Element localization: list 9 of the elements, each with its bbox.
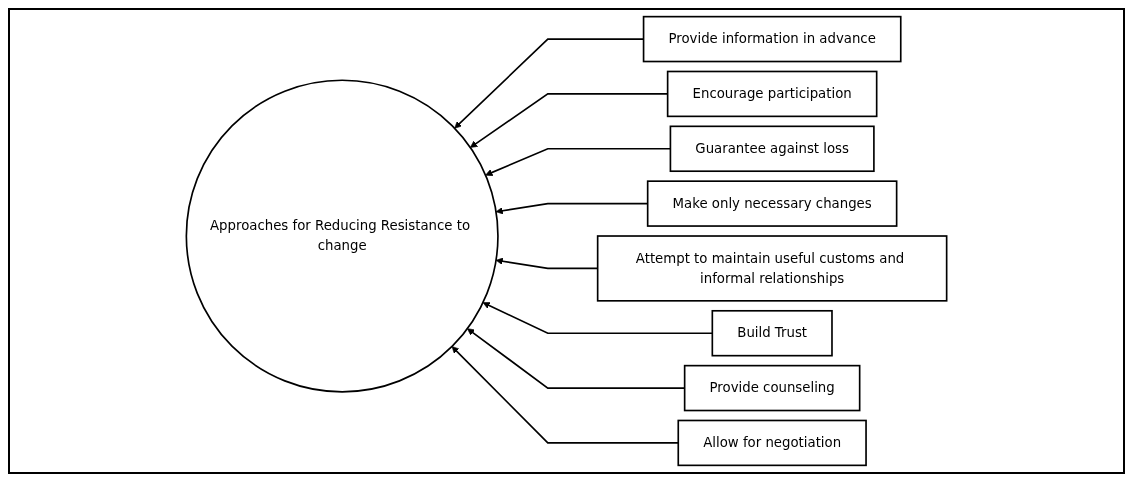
node-box: Build Trust — [711, 309, 833, 357]
node-box: Encourage participation — [666, 70, 878, 118]
node-box: Make only necessary changes — [646, 180, 898, 227]
node-box: Allow for negotiation — [677, 419, 867, 467]
node-circle: Approaches for Reducing Resistance to change — [185, 79, 499, 393]
node-box: Provide counseling — [683, 364, 861, 412]
node-box: Attempt to maintain useful customs and informal relationships — [596, 235, 948, 302]
node-box: Provide information in advance — [642, 15, 902, 63]
node-box: Guarantee against loss — [669, 125, 875, 173]
